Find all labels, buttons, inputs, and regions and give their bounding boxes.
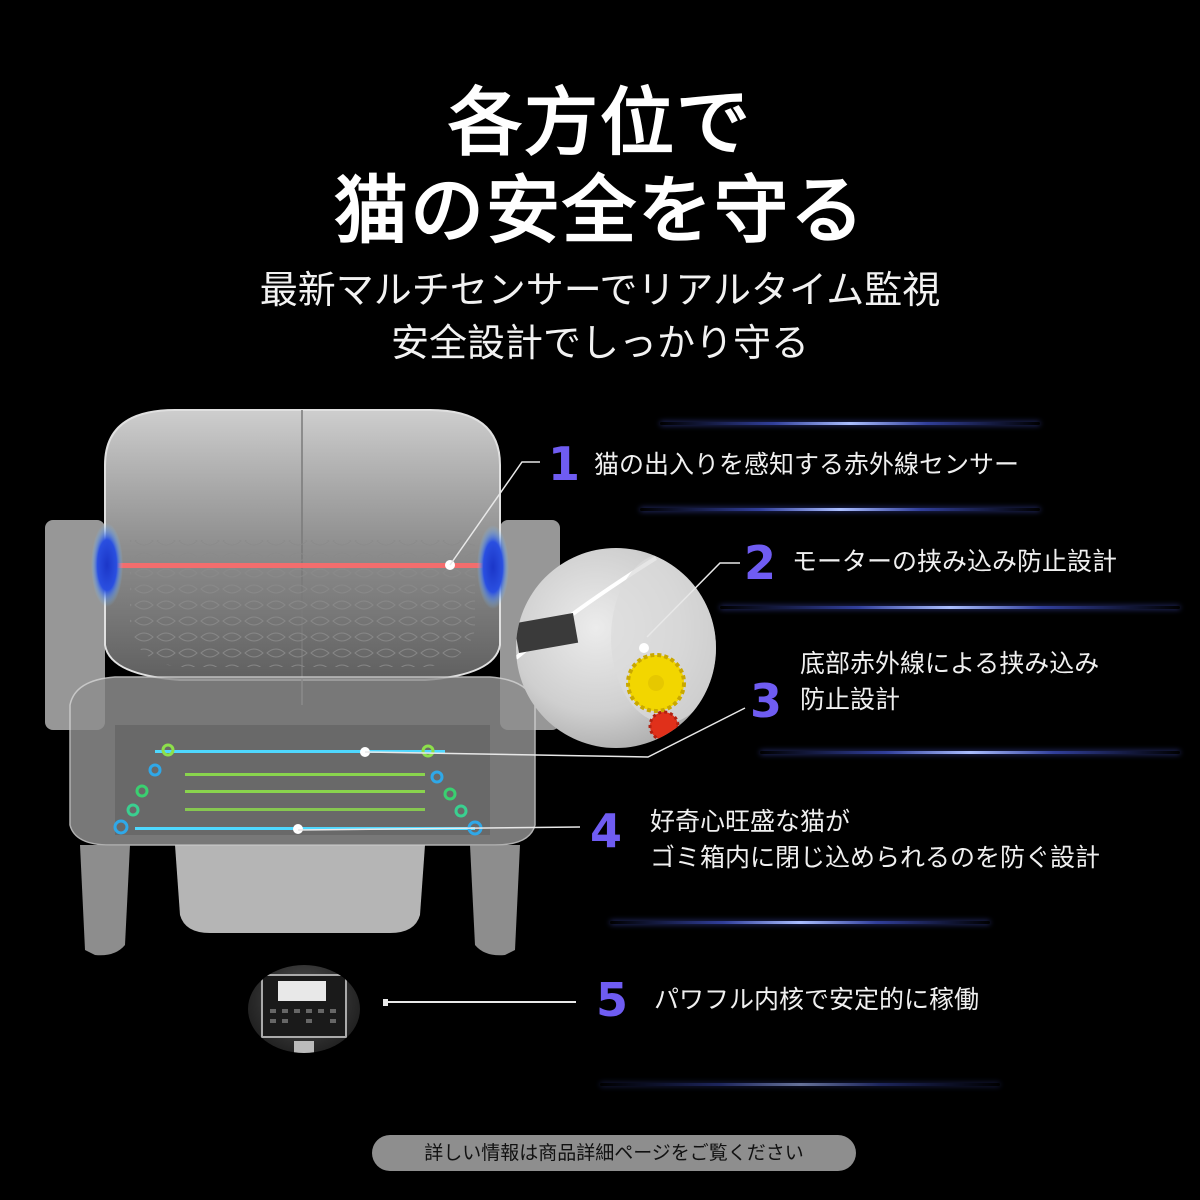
- headline-line-2: 猫の安全を守る: [334, 168, 866, 254]
- subheadline-line-1: 最新マルチセンサーでリアルタイム監視: [259, 268, 941, 312]
- divider-glow-5: [610, 921, 990, 924]
- details-note-pill: 詳しい情報は商品詳細ページをご覧ください: [372, 1135, 856, 1171]
- divider-glow-2: [640, 508, 1040, 511]
- feature-text-1: 猫の出入りを感知する赤外線センサー: [594, 450, 1020, 479]
- feature-text-4-line-1: 好奇心旺盛な猫が: [650, 807, 851, 836]
- motor-closeup-image: [516, 548, 716, 748]
- feature-text-3-line-2: 防止設計: [800, 685, 901, 714]
- divider-glow-3: [720, 606, 1180, 609]
- headline-line-1: 各方位で: [448, 80, 752, 166]
- processor-closeup-image: [248, 965, 360, 1053]
- feature-text-3-line-1: 底部赤外線による挟み込み: [800, 649, 1100, 678]
- feature-number-1: 1: [548, 437, 581, 491]
- feature-number-3: 3: [750, 674, 783, 728]
- feature-number-5: 5: [596, 973, 629, 1027]
- feature-text-2: モーターの挟み込み防止設計: [792, 547, 1118, 576]
- litter-box-illustration: [45, 405, 560, 960]
- chip-icon: [261, 974, 347, 1053]
- subheadline-line-2: 安全設計でしっかり守る: [390, 321, 809, 365]
- divider-glow-4: [760, 751, 1180, 754]
- feature-number-2: 2: [744, 536, 777, 590]
- feature-text-5: パワフル内核で安定的に稼働: [654, 985, 980, 1014]
- divider-glow-1: [660, 422, 1040, 425]
- feature-text-4-line-2: ゴミ箱内に閉じ込められるのを防ぐ設計: [650, 843, 1101, 872]
- divider-glow-6: [600, 1083, 1000, 1086]
- feature-number-4: 4: [590, 804, 623, 858]
- litter-box-xray-icon: [45, 409, 560, 956]
